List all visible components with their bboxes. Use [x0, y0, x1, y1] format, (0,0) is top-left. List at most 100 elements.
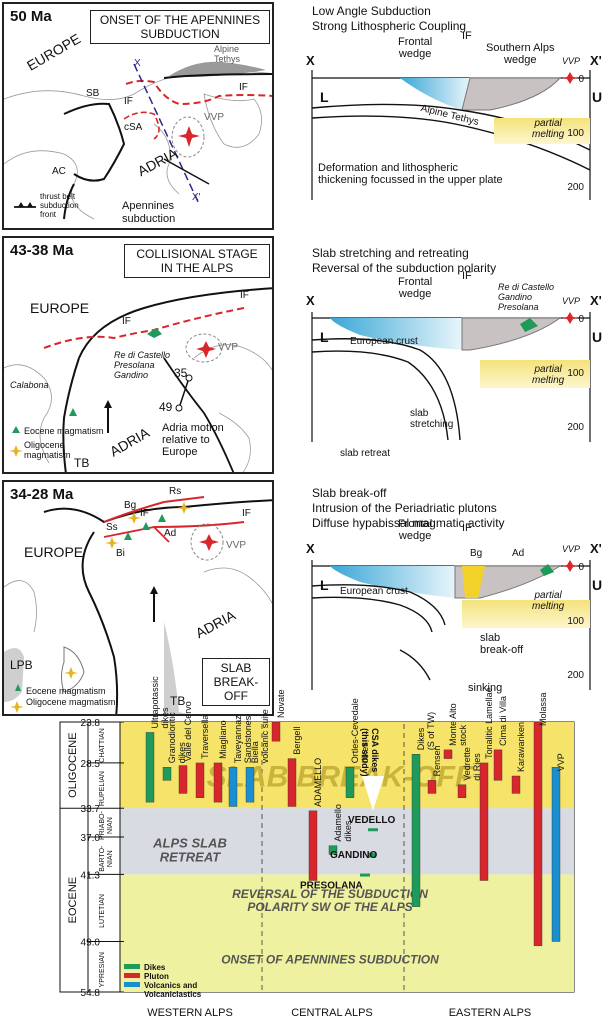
- legend-line: subduction: [40, 201, 79, 210]
- unit-bar: [345, 767, 355, 798]
- legend-eocene: Eocene magmatism Oligocene magmatism: [26, 686, 116, 708]
- legend-line: Eocene magmatism: [24, 426, 104, 436]
- label-x: X: [134, 58, 141, 69]
- unit-label: TaveyannazSandstones: [233, 715, 253, 764]
- label-bg: Bg: [124, 500, 137, 511]
- retreat-band: [120, 808, 574, 875]
- unit-label: Dikes(S of TW): [416, 712, 436, 750]
- depth-tick-label: 100: [567, 368, 584, 379]
- label-bi: Bi: [116, 548, 125, 559]
- slab-stretching-label: slab stretching: [410, 408, 454, 430]
- region-label: WESTERN ALPS: [147, 1007, 233, 1019]
- unit-bar: [228, 767, 238, 807]
- section-heading: Low Angle Subduction Strong Lithospheric…: [312, 4, 466, 34]
- label-rs: Rs: [169, 486, 182, 497]
- gandino-bar: [368, 852, 376, 858]
- stage-label: RUPELIAN: [99, 771, 106, 806]
- map-title-line: SLAB: [220, 661, 252, 675]
- map-title-box: SLAB BREAK-OFF: [202, 658, 270, 706]
- unit-bar: [178, 765, 188, 794]
- label-alpine-tethys: Alpine Tethys: [214, 44, 241, 64]
- legend-label: Dikes: [144, 963, 166, 972]
- stage-label: BARTO-NIAN: [99, 845, 114, 872]
- stage-label: PRIABO-NIAN: [99, 811, 114, 840]
- unit-bar: [287, 758, 297, 807]
- section-l-label: L: [320, 329, 329, 345]
- section-if-label: IF: [462, 270, 472, 282]
- section-if-label: IF: [462, 30, 472, 42]
- region-label: EASTERN ALPS: [449, 1007, 532, 1019]
- unit-label: Monte Altostock: [448, 703, 468, 746]
- section-43-38ma: [311, 312, 591, 442]
- label-if: IF: [124, 96, 133, 107]
- csa-arrow: [362, 776, 384, 811]
- section-x-label: X: [306, 293, 315, 308]
- unit-label: ADAMELLO: [313, 758, 323, 807]
- label-49: 49: [159, 400, 173, 414]
- label-if: IF: [239, 82, 248, 93]
- unit-bar: [551, 767, 561, 942]
- section-u-label: U: [592, 577, 603, 593]
- unit-bar: [162, 767, 172, 781]
- unit-label: Miagliano: [218, 720, 228, 759]
- vedello-bar: [368, 828, 378, 832]
- unit-label: Cima di Villa: [498, 696, 508, 746]
- depth-tick-label: 100: [567, 128, 584, 139]
- unit-label: Traversella: [200, 715, 210, 759]
- unit-bar: [493, 749, 503, 781]
- stage-label: YPRESIAN: [99, 952, 106, 987]
- epoch-label: EOCENE: [67, 877, 79, 923]
- unit-bar: [195, 762, 205, 798]
- unit-label: Biellavolcanic suite: [250, 709, 270, 763]
- section-xprime-label: X': [590, 293, 602, 308]
- map-panel-43-38ma: 43-38 Ma COLLISIONAL STAGE IN THE ALPS E…: [2, 236, 274, 474]
- unit-bar: [511, 775, 521, 794]
- label-tb: TB: [170, 694, 186, 708]
- unit-label: Ultrapotassicdikes: [150, 676, 170, 729]
- lower-band: [120, 874, 574, 992]
- age-label: 28.5: [81, 759, 101, 770]
- legend-line: Oligocene: [24, 440, 65, 450]
- section-heading-line: Intrusion of the Periadriatic plutons: [312, 501, 497, 515]
- label-csa: cSA: [124, 122, 143, 133]
- map-title-line: COLLISIONAL STAGE: [136, 247, 258, 261]
- legend-line: Eocene magmatism: [26, 686, 106, 696]
- unit-label: Vedrettedi Ries: [462, 747, 482, 781]
- frontal-wedge-label: Frontal wedge: [398, 518, 433, 542]
- unit-bar: [533, 721, 543, 947]
- section-x-label: X: [306, 541, 315, 556]
- unit-bar: [457, 784, 467, 798]
- label-vvp: VVP: [204, 112, 225, 123]
- section-heading-line: Low Angle Subduction: [312, 4, 431, 18]
- section-bg-label: Bg: [470, 548, 483, 559]
- map-title-line: SUBDUCTION: [140, 27, 220, 41]
- unit-bar: [479, 762, 489, 881]
- legend-eocene: Eocene magmatism Oligocene magmatism: [24, 426, 104, 460]
- unit-bar: [245, 767, 255, 803]
- age-label: 49.0: [81, 937, 101, 948]
- unit-label: Novate: [276, 689, 286, 718]
- legend-label: Pluton: [144, 972, 169, 981]
- european-crust-label: European crust: [350, 336, 418, 347]
- depth-tick-label: 0: [578, 74, 584, 85]
- label-europe: EUROPE: [24, 544, 84, 560]
- cross-section-drawings: [311, 70, 591, 690]
- section-l-label: L: [320, 577, 329, 593]
- legend-line: thrust belt: [40, 192, 76, 201]
- section-if-label: IF: [462, 522, 472, 534]
- label-tb: TB: [74, 456, 90, 470]
- frontal-wedge-label: Frontal wedge: [398, 36, 433, 60]
- label-europe: EUROPE: [30, 300, 90, 316]
- presolana-bar: [360, 873, 370, 877]
- unit-label: Rensen: [432, 745, 442, 776]
- unit-label: Ortles-Cevedaledikes: [350, 698, 370, 763]
- section-heading-line: Slab break-off: [312, 486, 387, 500]
- label-ss: Ss: [106, 522, 118, 533]
- section-vvp-label: VVP: [562, 544, 581, 554]
- legend-swatch: [124, 982, 140, 987]
- stage-label: CHATTIAN: [99, 728, 106, 762]
